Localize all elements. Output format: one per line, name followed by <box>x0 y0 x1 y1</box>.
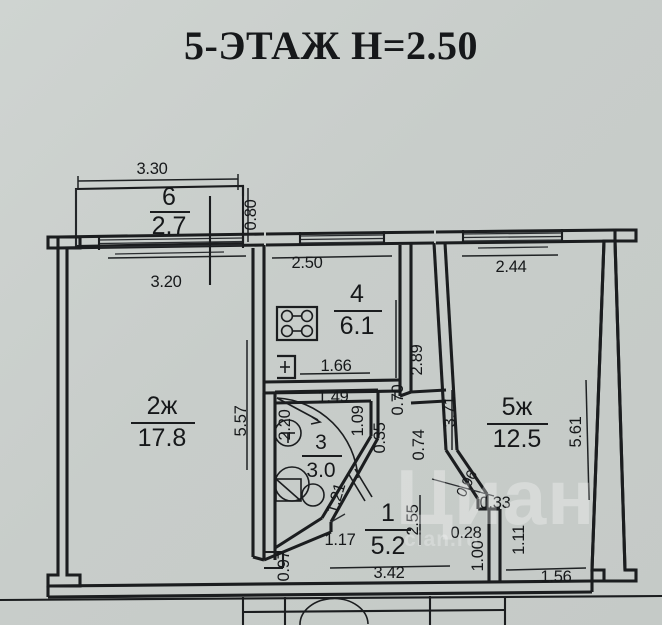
dim-niche-d: 1.11 <box>510 525 528 555</box>
room-label-5zh: 5ж 12.5 <box>487 393 548 453</box>
dim-bath-notch: 0.35 <box>371 422 389 453</box>
room-3-area: 3.0 <box>306 459 335 482</box>
dim-living-height: 5.57 <box>232 405 250 436</box>
dimension-labels: 3.30 0.80 3.20 5.57 2.50 2.89 1.66 1.49 … <box>137 160 585 586</box>
dim-niche-a: 0.33 <box>480 494 511 512</box>
dim-balcony-depth: 0.80 <box>242 199 260 230</box>
interior-walls <box>251 242 502 581</box>
dim-hall-right: 2.55 <box>404 504 422 535</box>
dim-bed-inner-left: 3.71 <box>441 396 459 427</box>
dim-niche-c: 1.00 <box>469 540 487 571</box>
room-2zh-area: 17.8 <box>138 424 187 452</box>
window-living-room <box>97 234 245 255</box>
room-5zh-area: 12.5 <box>493 425 542 453</box>
dim-hall-left: 1.17 <box>325 531 356 549</box>
hall-step-marks <box>264 550 285 570</box>
room-label-4: 4 6.1 <box>334 280 382 340</box>
bathroom-door-leaf <box>347 468 373 502</box>
dimension-lines <box>77 174 590 571</box>
dim-corridor-top: 0.70 <box>389 384 407 415</box>
dim-kitchen-width: 2.50 <box>292 254 323 272</box>
room-5zh-number: 5ж <box>502 393 533 421</box>
dim-kitchen-height: 2.89 <box>408 344 426 375</box>
room-4-area: 6.1 <box>340 312 375 340</box>
balcony-door-marks <box>208 186 245 285</box>
room-1-number: 1 <box>381 499 395 527</box>
dim-niche-e: 1.56 <box>541 568 572 586</box>
dim-bed-width: 2.44 <box>496 258 527 276</box>
window-bedroom <box>461 229 564 249</box>
room-6-number: 6 <box>162 183 176 211</box>
room-3-number: 3 <box>315 431 327 454</box>
room-6-area: 2.7 <box>152 212 187 240</box>
exterior-walls <box>0 228 662 625</box>
dim-balcony-width: 3.30 <box>137 160 168 178</box>
room-label-3: 3 3.0 <box>302 431 342 482</box>
room-2zh-number: 2ж <box>147 392 178 420</box>
dim-hall-step: 0.97 <box>275 550 293 581</box>
room-4-number: 4 <box>350 280 364 308</box>
window-kitchen <box>298 231 386 246</box>
toilet-icon <box>274 419 302 447</box>
dim-bath-left: 2.20 <box>276 409 294 440</box>
dim-kitchen-lower: 1.66 <box>321 357 352 375</box>
bathroom-door-arc <box>276 397 359 479</box>
page-title: 5-ЭТАЖ H=2.50 <box>184 23 478 68</box>
dim-bed-right: 5.61 <box>567 416 585 447</box>
room-label-6: 6 2.7 <box>150 183 190 240</box>
dim-living-width: 3.20 <box>151 273 182 291</box>
dim-corridor-right: 0.74 <box>410 429 428 460</box>
dim-hall-bottom: 3.42 <box>374 564 405 582</box>
dim-bath-bottom-diag: 1.21 <box>323 481 349 516</box>
room-1-area: 5.2 <box>371 532 406 560</box>
room-label-2zh: 2ж 17.8 <box>131 392 195 452</box>
bathtub-icon <box>274 466 325 507</box>
dim-bath-diag: 1.49 <box>318 388 349 406</box>
kitchen-sink-icon <box>277 354 297 380</box>
room-label-1: 1 5.2 <box>365 499 411 560</box>
dim-bath-right: 1.09 <box>349 405 367 436</box>
stove-icon <box>275 305 319 342</box>
dim-niche-b: 0.28 <box>451 524 482 542</box>
